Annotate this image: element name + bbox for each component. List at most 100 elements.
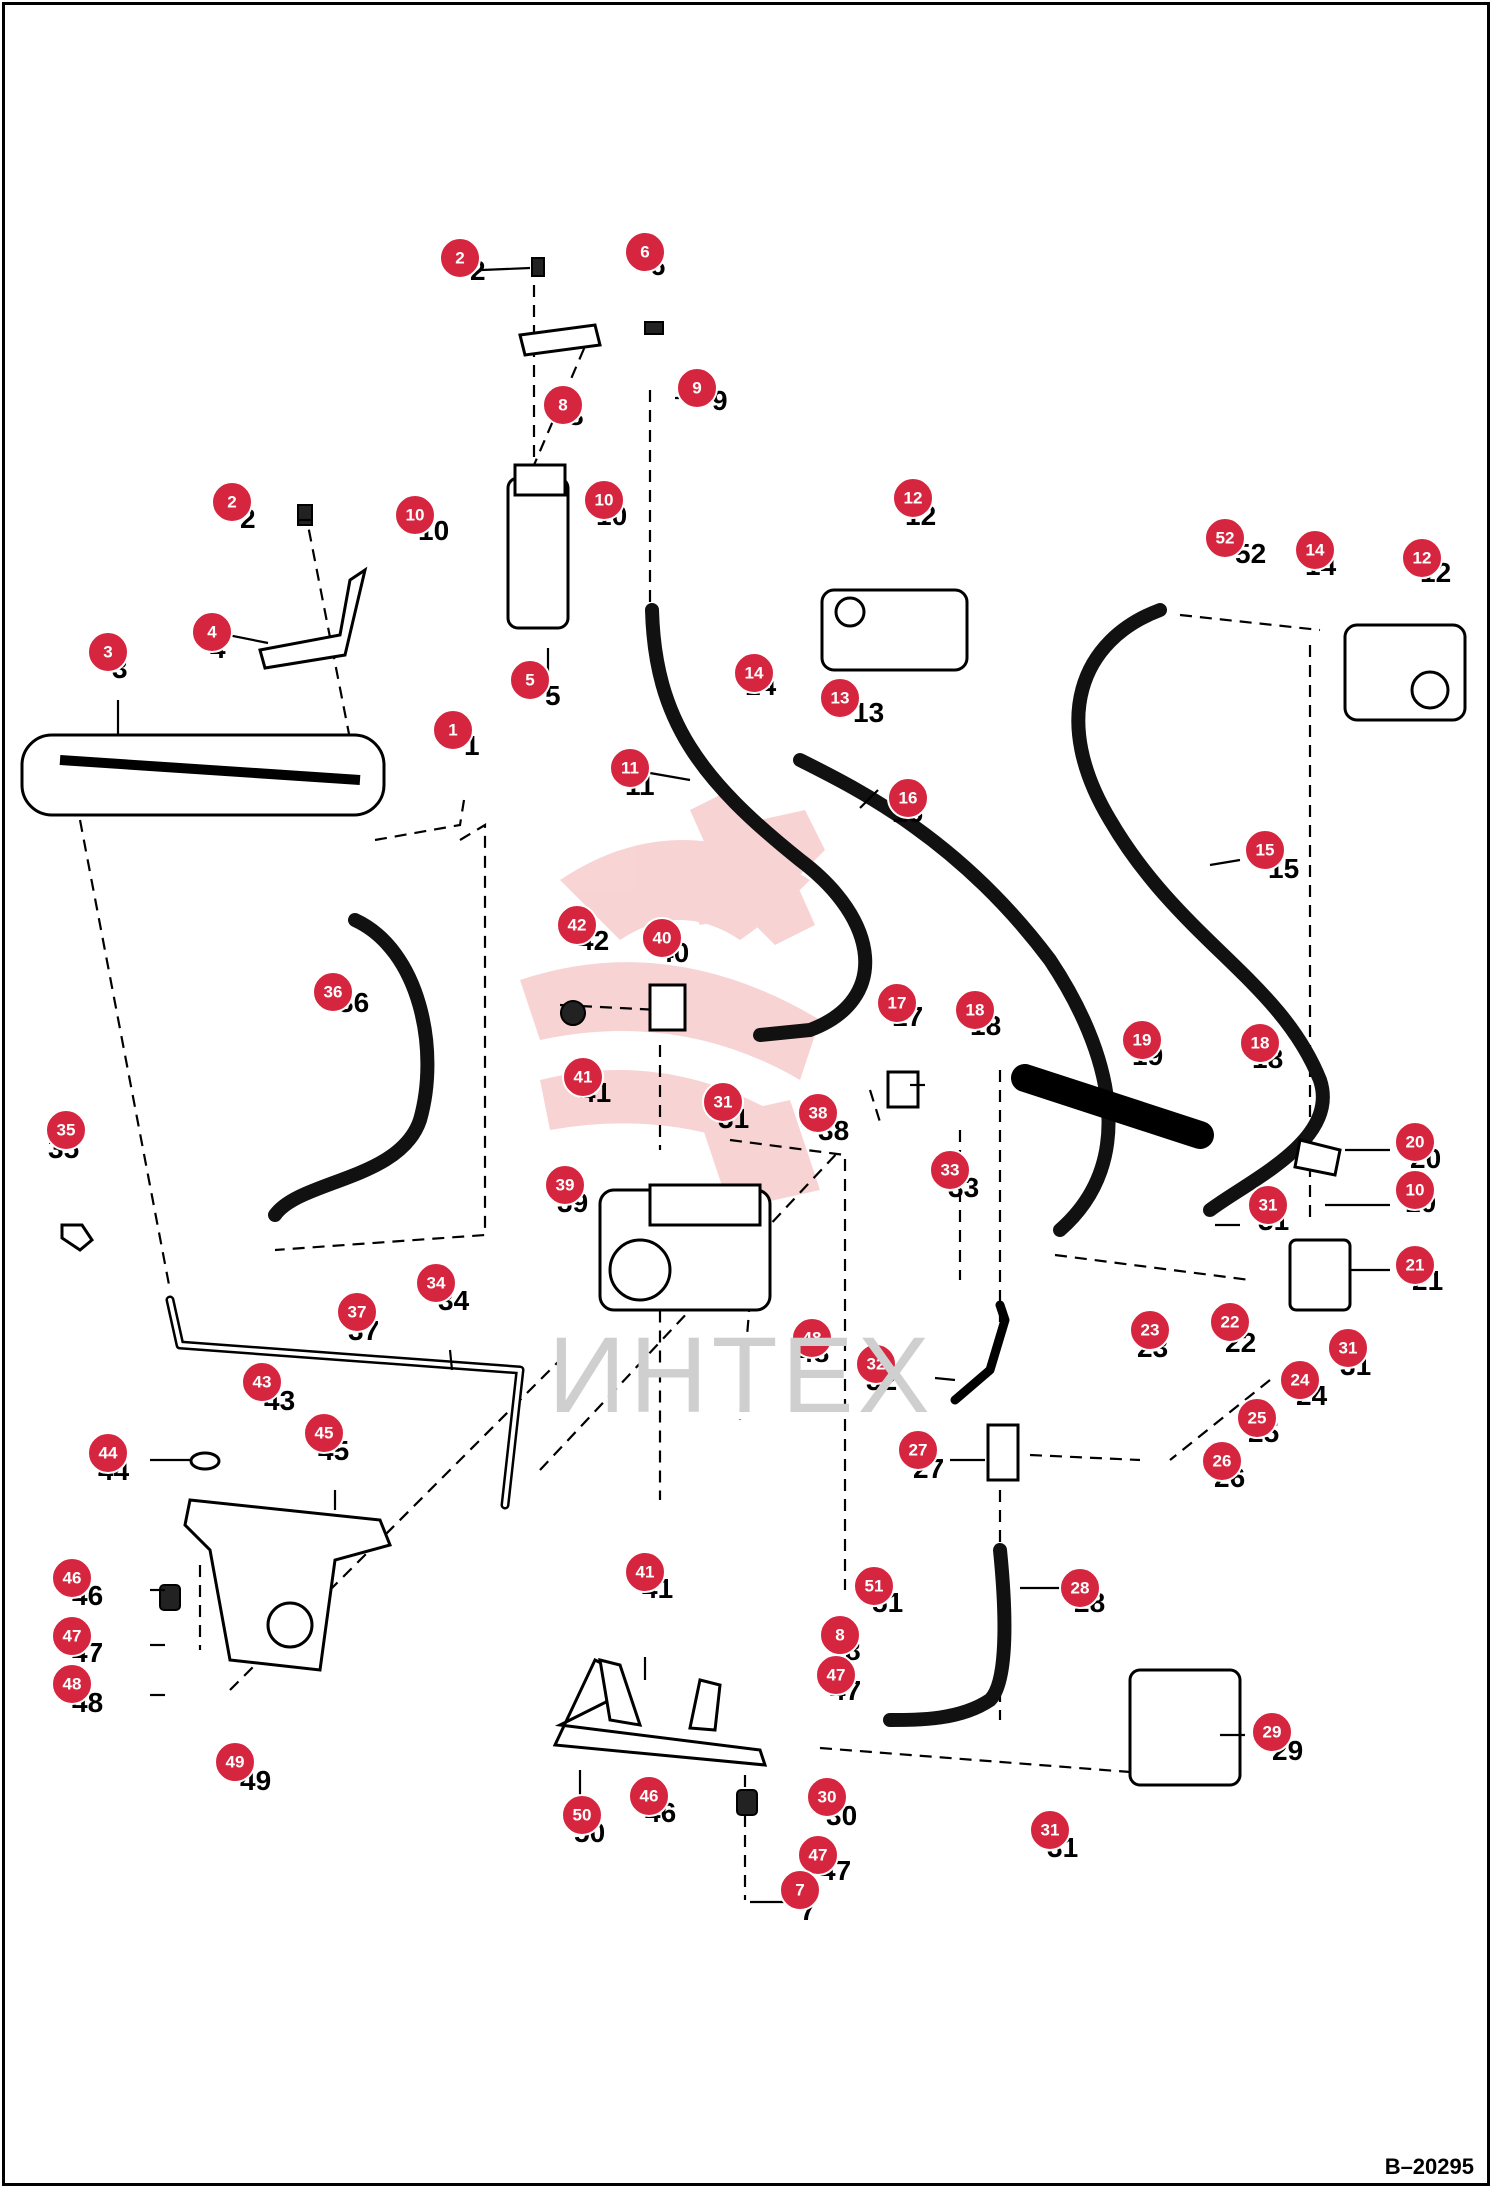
callout-marker[interactable]: 42 <box>556 904 598 946</box>
callout-marker[interactable]: 8 <box>542 384 584 426</box>
callout-marker[interactable]: 35 <box>45 1109 87 1151</box>
callout-circle <box>432 709 474 751</box>
callout-number: 12 <box>904 489 923 508</box>
callout-marker[interactable]: 4 <box>191 611 233 653</box>
callout-marker[interactable]: 49 <box>214 1741 256 1783</box>
callout-marker[interactable]: 13 <box>819 677 861 719</box>
callout-marker[interactable]: 2 <box>211 481 253 523</box>
leader-lines <box>116 266 1390 1904</box>
callout-marker[interactable]: 41 <box>624 1551 666 1593</box>
callout-marker[interactable]: 50 <box>561 1794 603 1836</box>
callout-circle <box>791 1317 833 1359</box>
callout-circle <box>214 1741 256 1783</box>
callout-marker[interactable]: 44 <box>87 1432 129 1474</box>
callout-number: 8 <box>835 1626 844 1645</box>
callout-marker[interactable]: 31 <box>1327 1327 1369 1369</box>
callout-marker[interactable]: 5 <box>509 659 551 701</box>
callout-marker[interactable]: 16 <box>887 777 929 819</box>
callout-number: 47 <box>809 1846 828 1865</box>
callout-marker[interactable]: 40 <box>641 917 683 959</box>
callout-marker[interactable]: 33 <box>929 1149 971 1191</box>
rigid-tubes <box>165 1295 1010 1510</box>
callout-marker[interactable]: 47 <box>815 1654 857 1696</box>
callout-marker[interactable]: 31 <box>1247 1184 1289 1226</box>
callout-number: 10 <box>595 491 614 510</box>
callout-marker[interactable]: 23 <box>1129 1309 1171 1351</box>
watermark-logo <box>520 790 825 1210</box>
callout-marker[interactable]: 39 <box>544 1164 586 1206</box>
callout-marker[interactable]: 51 <box>853 1565 895 1607</box>
callout-number: 22 <box>1221 1313 1240 1332</box>
callout-number: 52 <box>1216 529 1235 548</box>
callout-marker[interactable]: 43 <box>241 1361 283 1403</box>
callout-number: 31 <box>1259 1196 1278 1215</box>
callout-marker[interactable]: 14 <box>733 652 775 694</box>
callout-marker[interactable]: 24 <box>1279 1359 1321 1401</box>
callout-number: 15 <box>1256 841 1275 860</box>
callout-marker[interactable]: 17 <box>876 982 918 1024</box>
callout-marker[interactable]: 10 <box>1394 1169 1436 1211</box>
callout-marker[interactable]: 12 <box>892 477 934 519</box>
callout-marker[interactable]: 10 <box>394 494 436 536</box>
callout-marker[interactable]: 18 <box>954 989 996 1031</box>
callout-marker[interactable]: 46 <box>51 1557 93 1599</box>
callout-marker[interactable]: 11 <box>609 747 651 789</box>
callout-circle <box>562 1056 604 1098</box>
callout-circle <box>797 1834 839 1876</box>
callout-number: 6 <box>640 243 649 262</box>
callout-marker[interactable]: 30 <box>806 1776 848 1818</box>
callout-marker[interactable]: 19 <box>1121 1019 1163 1061</box>
callout-marker[interactable]: 1 <box>432 709 474 751</box>
callout-marker[interactable]: 46 <box>628 1775 670 1817</box>
callout-marker[interactable]: 34 <box>415 1262 457 1304</box>
callout-marker[interactable]: 2 <box>439 237 481 279</box>
callout-circle <box>1394 1169 1436 1211</box>
callout-circle <box>1401 537 1443 579</box>
callout-marker[interactable]: 22 <box>1209 1301 1251 1343</box>
callout-marker[interactable]: 18 <box>1239 1022 1281 1064</box>
callout-circle <box>1129 1309 1171 1351</box>
callout-marker[interactable]: 27 <box>897 1429 939 1471</box>
callout-circle <box>676 367 718 409</box>
callout-marker[interactable]: 38 <box>797 1092 839 1134</box>
callout-circle <box>509 659 551 701</box>
callout-marker[interactable]: 26 <box>1201 1440 1243 1482</box>
callout-marker[interactable]: 7 <box>779 1869 821 1911</box>
callout-marker[interactable]: 6 <box>624 231 666 273</box>
callout-marker[interactable]: 45 <box>303 1412 345 1454</box>
callout-circle <box>394 494 436 536</box>
callout-marker[interactable]: 47 <box>797 1834 839 1876</box>
callout-number: 37 <box>348 1303 367 1322</box>
callout-marker[interactable]: 28 <box>1059 1567 1101 1609</box>
callout-marker[interactable]: 37 <box>336 1291 378 1333</box>
callout-marker[interactable]: 31 <box>702 1081 744 1123</box>
callout-marker[interactable]: 41 <box>562 1056 604 1098</box>
drawing-reference-number: B–20295 <box>1384 2154 1474 2179</box>
callout-marker[interactable]: 25 <box>1236 1397 1278 1439</box>
callout-marker[interactable]: 47 <box>51 1615 93 1657</box>
callout-marker[interactable]: 9 <box>676 367 718 409</box>
callout-marker[interactable]: 12 <box>1401 537 1443 579</box>
callout-marker[interactable]: 31 <box>1029 1809 1071 1851</box>
callout-marker[interactable]: 29 <box>1251 1711 1293 1753</box>
callout-number: 42 <box>568 916 587 935</box>
callout-circle <box>211 481 253 523</box>
callout-number: 17 <box>888 994 907 1013</box>
callout-marker[interactable]: 14 <box>1294 529 1336 571</box>
callout-marker[interactable]: 52 <box>1204 517 1246 559</box>
callout-marker[interactable]: 36 <box>312 971 354 1013</box>
callout-marker[interactable]: 8 <box>819 1614 861 1656</box>
callout-circle <box>544 1164 586 1206</box>
callout-marker[interactable]: 20 <box>1394 1121 1436 1163</box>
callout-marker[interactable]: 3 <box>87 631 129 673</box>
callout-marker[interactable]: 21 <box>1394 1244 1436 1286</box>
callout-number: 5 <box>525 671 534 690</box>
callout-marker[interactable]: 10 <box>583 479 625 521</box>
callout-marker[interactable]: 32 <box>855 1343 897 1385</box>
callout-marker[interactable]: 48 <box>51 1663 93 1705</box>
callout-marker[interactable]: 15 <box>1244 829 1286 871</box>
callout-number: 44 <box>99 1444 118 1463</box>
callout-marker[interactable]: 48 <box>791 1317 833 1359</box>
